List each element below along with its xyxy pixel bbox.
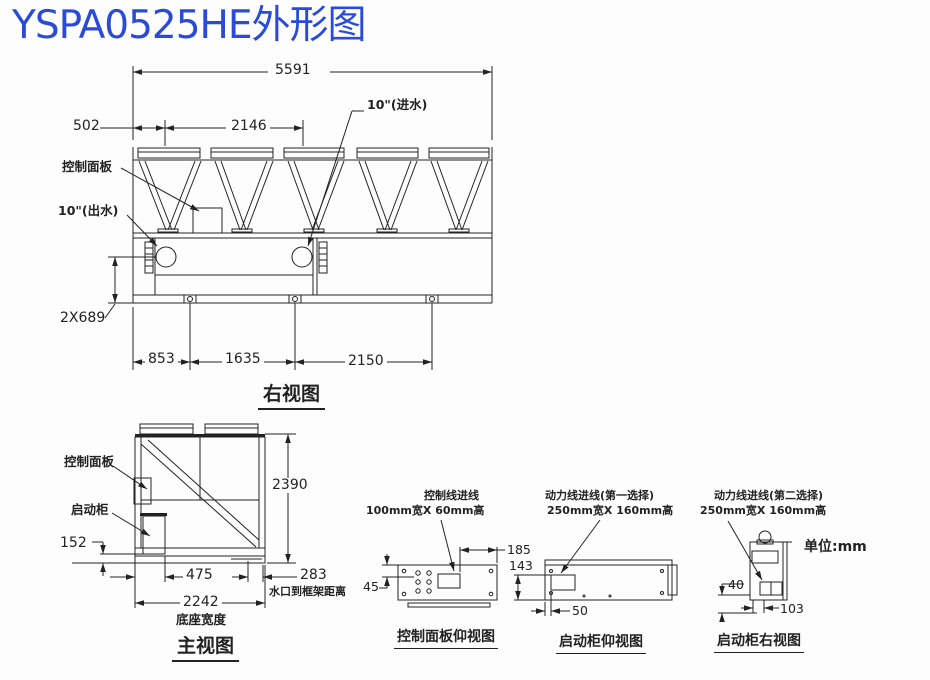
power-wire-entry2-size: 250mm宽X 160mm高 xyxy=(700,504,827,517)
control-wire-entry-size: 100mm宽X 60mm高 xyxy=(366,504,485,517)
panel-view-geometry xyxy=(379,519,505,608)
dim-water-height: 2X689 xyxy=(60,310,106,326)
control-wire-cutout xyxy=(437,573,461,589)
unit-note: 单位:mm xyxy=(804,539,867,555)
dim-panel-185: 185 xyxy=(507,542,531,557)
front-view-geometry xyxy=(72,423,297,608)
water-to-frame-note: 水口到框架距离 xyxy=(269,585,346,598)
control-panel-label-front-view: 控制面板 xyxy=(64,454,115,469)
dim-starter-50: 50 xyxy=(572,603,588,618)
dim-starter-width: 475 xyxy=(183,567,216,584)
right-view-caption: 右视图 xyxy=(258,384,326,410)
starter-right-caption: 启动柜右视图 xyxy=(714,633,804,654)
dim-water-to-frame: 283 xyxy=(300,567,327,583)
outlet-label: 10"(出水) xyxy=(58,203,119,218)
starter-bottom-geometry xyxy=(514,519,678,616)
control-wire-entry-label: 控制线进线 xyxy=(424,489,479,502)
control-panel-label-right-view: 控制面板 xyxy=(62,159,113,174)
dim-inlet-span: 2146 xyxy=(228,118,270,135)
power-wire-entry1-size: 250mm宽X 160mm高 xyxy=(547,504,674,517)
dim-starter-40: 40 xyxy=(728,577,744,592)
panel-view-caption: 控制面板仰视图 xyxy=(394,629,498,650)
dim-left-offset: 502 xyxy=(73,118,100,134)
dim-height: 2390 xyxy=(269,477,311,494)
power-wire-cutout-1 xyxy=(550,574,576,591)
dim-starter-gap: 152 xyxy=(60,535,87,551)
power-wire-entry2-label: 动力线进线(第二选择) xyxy=(714,489,824,502)
power-wire-entry1-label: 动力线进线(第一选择) xyxy=(545,489,655,502)
page-title: YSPA0525HE外形图 xyxy=(12,3,367,48)
dim-starter-103: 103 xyxy=(780,601,804,616)
right-view-geometry xyxy=(100,66,493,370)
front-view-control-panel-box xyxy=(133,477,152,505)
right-view-control-panel-box xyxy=(192,207,223,234)
dim-foot3: 2150 xyxy=(345,353,387,370)
starter-bottom-caption: 启动柜仰视图 xyxy=(556,634,646,655)
front-view-caption: 主视图 xyxy=(172,636,240,662)
dim-base-width: 2242 xyxy=(180,594,222,611)
starter-right-geometry xyxy=(718,520,792,622)
dim-foot2: 1635 xyxy=(222,351,264,368)
dim-panel-45: 45 xyxy=(363,579,379,594)
dim-foot1: 853 xyxy=(145,351,178,368)
dim-starter-143: 143 xyxy=(509,558,533,573)
starter-label: 启动柜 xyxy=(71,502,109,517)
dim-overall-length: 5591 xyxy=(272,62,314,79)
inlet-label: 10"(进水) xyxy=(367,97,428,112)
outlet-pipe xyxy=(155,246,177,268)
base-width-note: 底座宽度 xyxy=(176,612,227,627)
power-wire-cutout-2 xyxy=(751,550,779,564)
inlet-pipe xyxy=(291,246,313,268)
